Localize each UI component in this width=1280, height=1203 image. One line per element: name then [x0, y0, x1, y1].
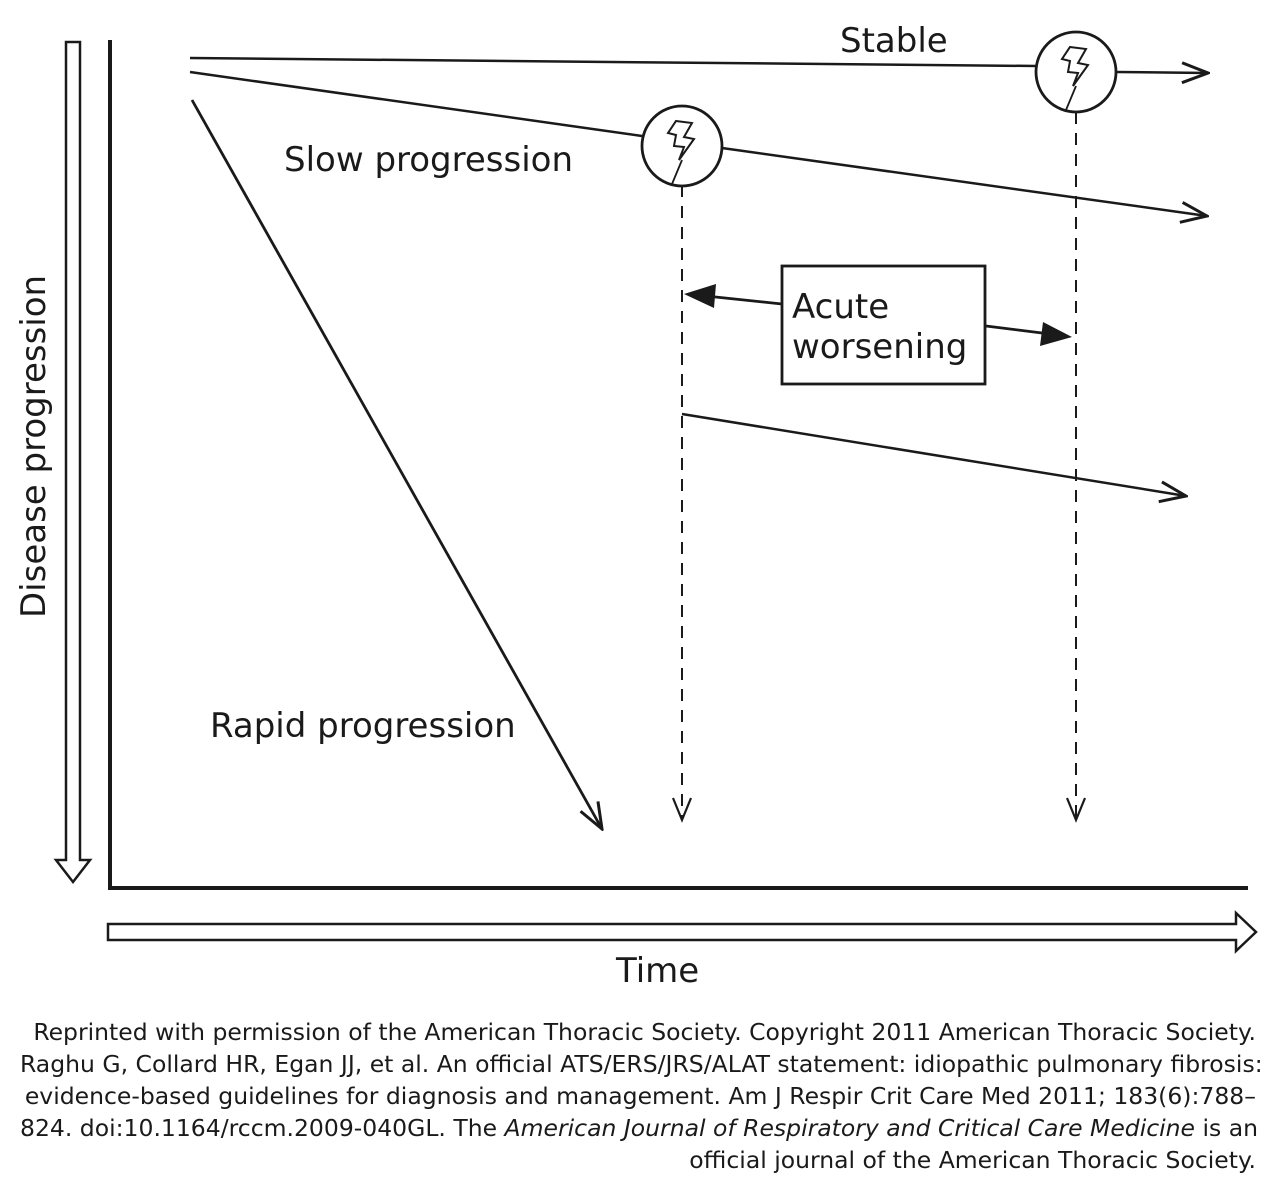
slow-progression-line-after	[721, 146, 1207, 216]
caption-line-4: 824. doi:10.1164/rccm.2009-040GL. The Am…	[20, 1112, 1259, 1144]
caption-line-1: Reprinted with permission of the America…	[33, 1018, 1256, 1046]
x-axis-label: Time	[615, 951, 699, 991]
permission-caption: Reprinted with permission of the America…	[20, 1016, 1263, 1176]
dashed-drop-right-arrowhead	[1065, 797, 1087, 823]
acute-worsening-label-line1: Acute	[792, 287, 889, 327]
acute-arrow-right	[985, 324, 1051, 336]
y-axis-label: Disease progression	[14, 275, 54, 618]
slow-progression-label: Slow progression	[284, 140, 573, 180]
caption-line-4-pre: 824. doi:10.1164/rccm.2009-040GL. The	[20, 1114, 505, 1142]
lightning-event-slow-icon	[640, 104, 724, 188]
post-worsening-line	[681, 412, 1186, 496]
disease-course-diagram: Acute worsening Stable Slow progression …	[14, 21, 1258, 991]
acute-arrowhead-left	[684, 284, 716, 308]
caption-line-3: evidence-based guidelines for diagnosis …	[24, 1082, 1256, 1110]
stable-line-after	[1115, 72, 1208, 73]
slow-progression-line	[189, 70, 643, 138]
x-axis-hollow-arrow	[106, 910, 1258, 954]
rapid-progression-line	[190, 99, 602, 829]
stable-label: Stable	[840, 21, 948, 61]
caption-line-2: Raghu G, Collard HR, Egan JJ, et al. An …	[20, 1050, 1263, 1078]
y-axis-hollow-arrow	[53, 40, 93, 885]
caption-line-5: official journal of the American Thoraci…	[689, 1146, 1256, 1174]
acute-worsening-label-line2: worsening	[792, 327, 967, 367]
lightning-event-stable-icon	[1034, 30, 1118, 114]
acute-arrowhead-right	[1040, 322, 1072, 346]
caption-journal-title: American Journal of Respiratory and Crit…	[504, 1114, 1196, 1142]
acute-arrow-left	[705, 294, 783, 306]
rapid-progression-label: Rapid progression	[210, 706, 516, 746]
caption-line-4-post: is an	[1195, 1114, 1259, 1142]
stable-line	[189, 56, 1037, 68]
acute-worsening-box	[780, 264, 987, 386]
dashed-drop-left-arrowhead	[671, 797, 693, 823]
